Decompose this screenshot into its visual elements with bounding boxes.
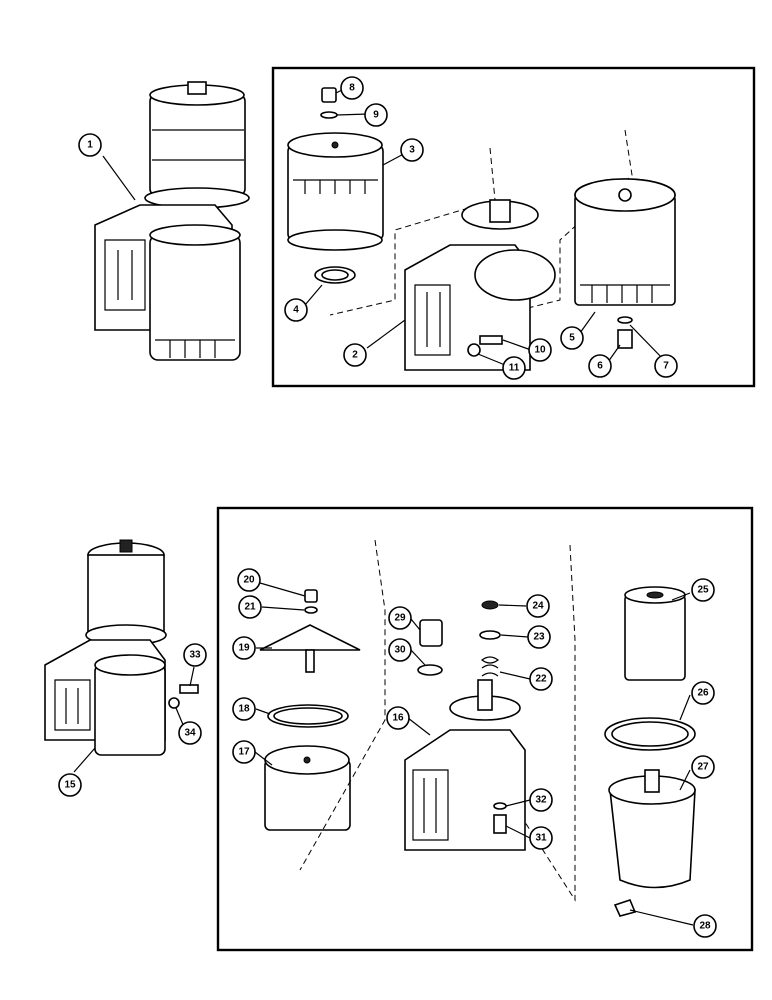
callout-19: 19 xyxy=(232,636,256,660)
callout-11: 11 xyxy=(502,356,526,380)
callout-17: 17 xyxy=(232,740,256,764)
callout-21: 21 xyxy=(238,595,262,619)
callout-2: 2 xyxy=(343,343,367,367)
callout-10-label: 10 xyxy=(534,345,546,356)
exploded-view-frame-top xyxy=(271,66,756,388)
callout-23-label: 23 xyxy=(533,632,545,643)
callout-6: 6 xyxy=(588,354,612,378)
callout-32-label: 32 xyxy=(535,795,547,806)
callout-3: 3 xyxy=(400,138,424,162)
callout-7-label: 7 xyxy=(663,361,669,372)
exploded-view-frame-bottom xyxy=(216,506,754,952)
callout-8-label: 8 xyxy=(349,83,355,94)
callout-27-label: 27 xyxy=(697,762,709,773)
callout-1: 1 xyxy=(78,133,102,157)
callout-28: 28 xyxy=(693,914,717,938)
callout-29-label: 29 xyxy=(394,613,406,624)
callout-20: 20 xyxy=(237,568,261,592)
callout-33: 33 xyxy=(183,643,207,667)
callout-34: 34 xyxy=(178,721,202,745)
callout-22: 22 xyxy=(529,667,553,691)
callout-5-label: 5 xyxy=(569,333,575,344)
callout-25-label: 25 xyxy=(697,585,709,596)
callout-1-label: 1 xyxy=(87,140,93,151)
callout-17-label: 17 xyxy=(238,747,250,758)
callout-10: 10 xyxy=(528,338,552,362)
callout-22-label: 22 xyxy=(535,674,547,685)
callout-2-label: 2 xyxy=(352,350,358,361)
callout-16: 16 xyxy=(386,706,410,730)
callout-6-label: 6 xyxy=(597,361,603,372)
callout-30: 30 xyxy=(388,638,412,662)
callout-34-label: 34 xyxy=(184,728,196,739)
callout-18: 18 xyxy=(232,697,256,721)
callout-24: 24 xyxy=(526,594,550,618)
assembled-filter-bottom xyxy=(44,539,199,756)
callout-24-label: 24 xyxy=(532,601,544,612)
callout-8: 8 xyxy=(340,76,364,100)
callout-27: 27 xyxy=(691,755,715,779)
callout-26-label: 26 xyxy=(697,688,709,699)
callout-3-label: 3 xyxy=(409,145,415,156)
callout-4-label: 4 xyxy=(293,305,299,316)
callout-15: 15 xyxy=(58,773,82,797)
exploded-parts-bottom xyxy=(259,539,696,917)
callout-9: 9 xyxy=(364,103,388,127)
callout-15-label: 15 xyxy=(64,780,76,791)
callout-11-label: 11 xyxy=(509,363,520,374)
callout-29: 29 xyxy=(388,606,412,630)
callout-4: 4 xyxy=(284,298,308,322)
callout-33-label: 33 xyxy=(189,650,201,661)
callout-25: 25 xyxy=(691,578,715,602)
callout-9-label: 9 xyxy=(373,110,379,121)
callout-31: 31 xyxy=(529,826,553,850)
leader-lines xyxy=(73,89,694,926)
callout-19-label: 19 xyxy=(238,643,250,654)
callout-23: 23 xyxy=(527,625,551,649)
callout-30-label: 30 xyxy=(394,645,406,656)
callout-26: 26 xyxy=(691,681,715,705)
callout-5: 5 xyxy=(560,326,584,350)
callout-16-label: 16 xyxy=(392,713,404,724)
assembled-filter-top xyxy=(94,81,250,361)
callout-28-label: 28 xyxy=(699,921,711,932)
callout-18-label: 18 xyxy=(238,704,250,715)
callout-21-label: 21 xyxy=(244,602,256,613)
exploded-parts-top xyxy=(287,87,676,371)
callout-31-label: 31 xyxy=(535,833,547,844)
callout-32: 32 xyxy=(529,788,553,812)
callout-7: 7 xyxy=(654,354,678,378)
callout-20-label: 20 xyxy=(243,575,255,586)
